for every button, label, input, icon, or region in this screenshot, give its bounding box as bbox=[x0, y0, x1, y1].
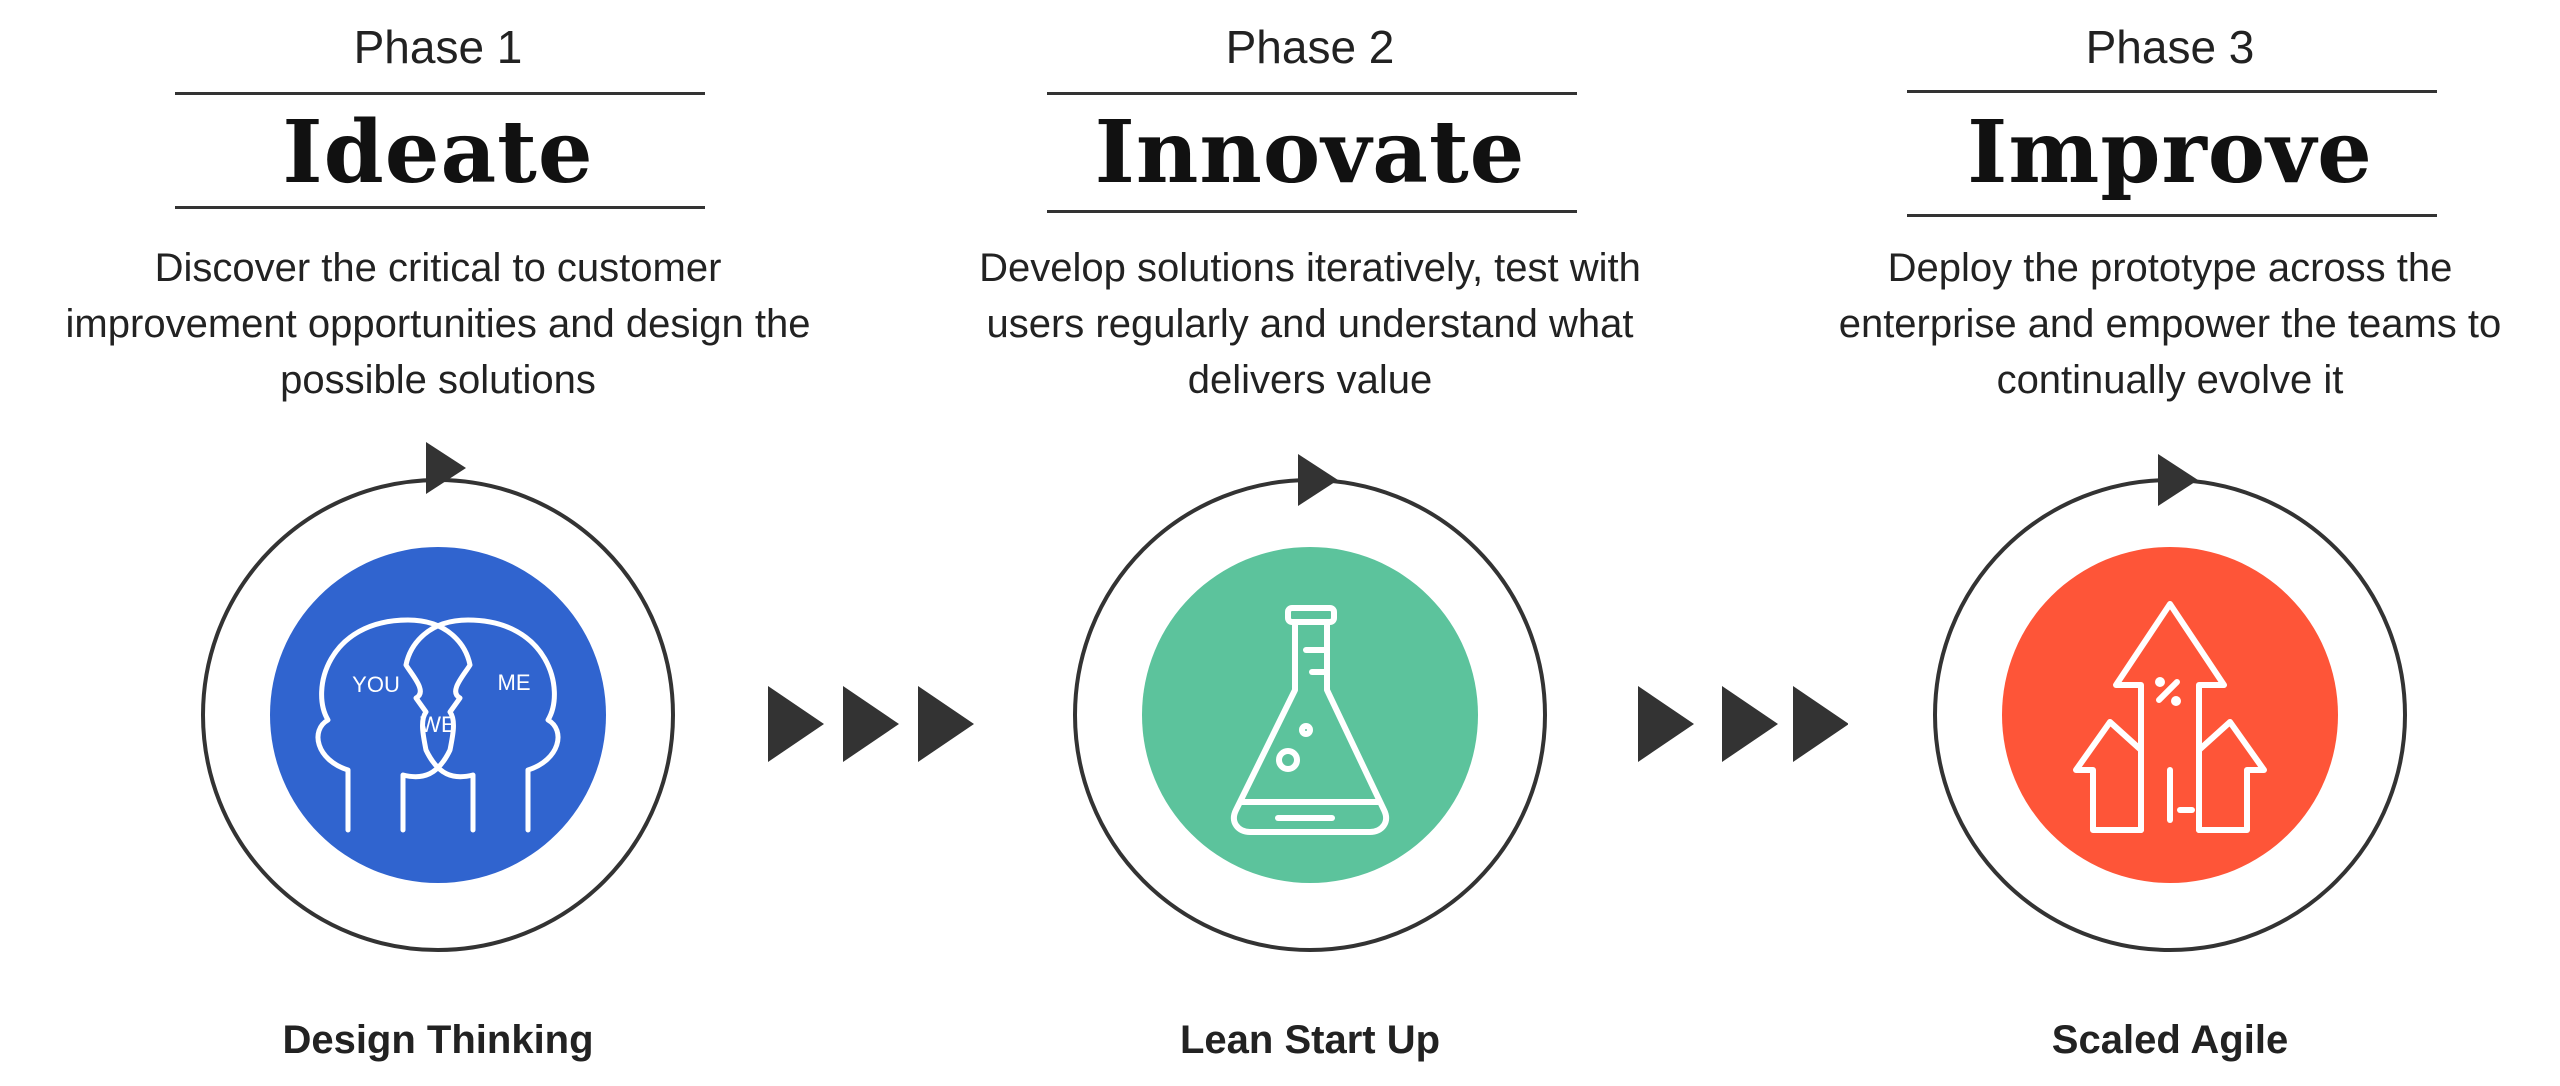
top-rule bbox=[175, 92, 705, 95]
bottom-rule bbox=[1907, 214, 2437, 217]
icon-disc bbox=[270, 547, 606, 883]
you-label: YOU bbox=[352, 672, 400, 697]
phase-title: Innovate bbox=[1094, 102, 1526, 203]
phase-caption: Scaled Agile bbox=[2051, 1018, 2289, 1062]
phase-description: Deploy the prototype across the enterpri… bbox=[1838, 246, 2502, 402]
heads-you-we-me-icon bbox=[315, 617, 561, 833]
phase-label: Phase 2 bbox=[1225, 21, 1395, 73]
phase-title: Ideate bbox=[282, 102, 594, 203]
phase-caption: Lean Start Up bbox=[1179, 1018, 1441, 1062]
top-rule bbox=[1907, 90, 2437, 93]
icon-disc bbox=[2002, 547, 2338, 883]
flask-icon bbox=[1230, 605, 1390, 835]
bottom-rule bbox=[1047, 210, 1577, 213]
me-label: ME bbox=[498, 670, 531, 695]
icon-disc bbox=[1142, 547, 1478, 883]
phase-3: Phase 3 Improve Deploy the prototype acr… bbox=[1740, 0, 2560, 1086]
phase-title: Improve bbox=[1967, 102, 2373, 203]
top-rule bbox=[1047, 92, 1577, 95]
phase-label: Phase 3 bbox=[2085, 21, 2255, 73]
triple-chevron-arrow-icon bbox=[768, 686, 974, 762]
triple-chevron-arrow-icon bbox=[1638, 686, 1848, 762]
cycle-arrow-icon bbox=[426, 442, 466, 494]
phase-1: Phase 1 Ideate Discover the critical to … bbox=[8, 0, 868, 1086]
cycle-ring bbox=[1073, 454, 1547, 952]
bottom-rule bbox=[175, 206, 705, 209]
cycle-ring: YOU WE ME bbox=[201, 442, 675, 952]
phase-caption: Design Thinking bbox=[282, 1018, 594, 1062]
cycle-arrow-icon bbox=[1298, 454, 1338, 506]
we-label: WE bbox=[420, 712, 455, 737]
phase-label: Phase 1 bbox=[353, 21, 523, 73]
phase-description: Develop solutions iteratively, test with… bbox=[979, 246, 1641, 402]
cycle-ring bbox=[1933, 454, 2407, 952]
arrows-up-icon bbox=[2073, 601, 2267, 833]
phase-description: Discover the critical to customer improv… bbox=[65, 246, 811, 402]
phase-2: Phase 2 Innovate Develop solutions itera… bbox=[880, 0, 1740, 1086]
cycle-arrow-icon bbox=[2158, 454, 2198, 506]
